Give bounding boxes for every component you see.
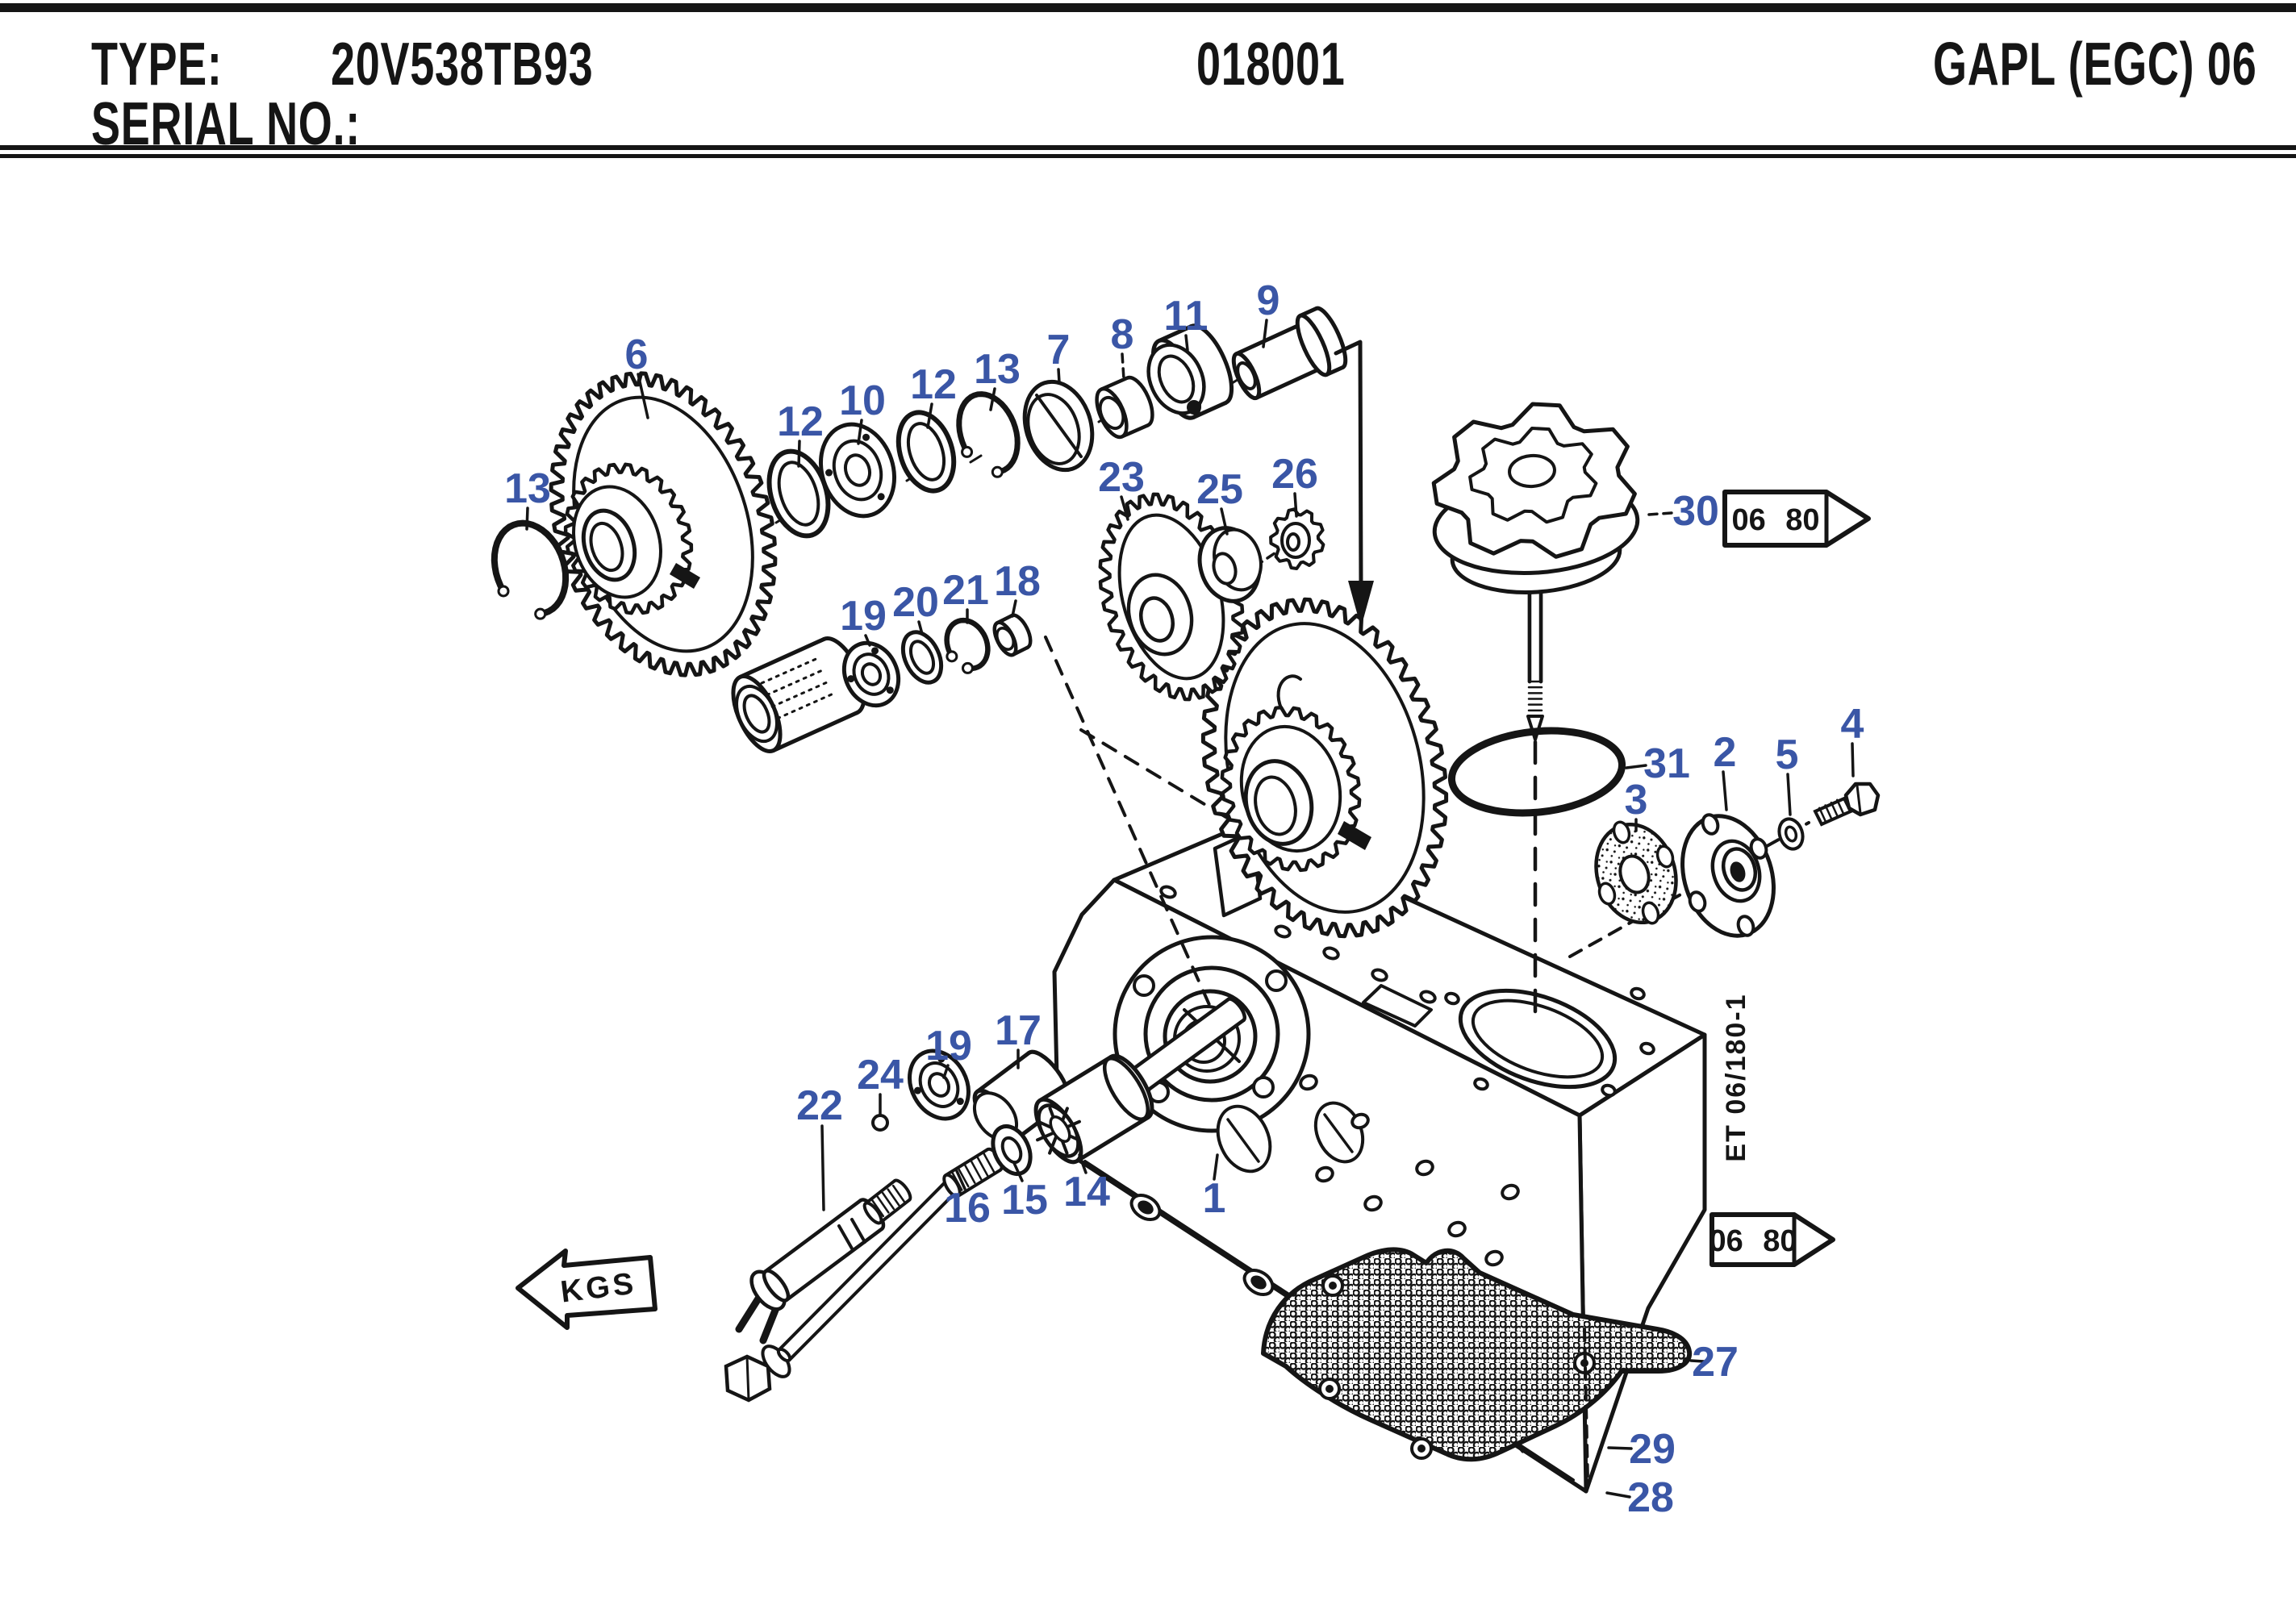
part-label-6: 6	[625, 331, 649, 378]
part-label-30: 30	[1672, 488, 1719, 535]
lock-washer-5	[1777, 817, 1805, 851]
part-label-24: 24	[857, 1052, 904, 1098]
type-value: 20V538TB93	[331, 30, 594, 98]
part-label-20: 20	[892, 579, 939, 626]
down-arrow	[1334, 340, 1374, 627]
part-label-15: 15	[1001, 1177, 1048, 1224]
part-label-22: 22	[796, 1082, 843, 1129]
kgs-arrow: KGS	[516, 1249, 657, 1330]
circlip-13b	[956, 391, 1021, 478]
part-label-19: 19	[925, 1023, 972, 1069]
et-code: ET 06/180-1	[1721, 993, 1751, 1161]
part-label-11: 11	[1164, 293, 1209, 340]
middle-shaft-parts	[731, 613, 1033, 753]
nut-26	[1269, 507, 1325, 570]
circlip-13a	[491, 519, 570, 620]
part-label-3: 3	[1625, 777, 1648, 823]
part-label-23: 23	[1098, 454, 1145, 501]
section-ref-box-1: 06 80	[1722, 490, 1871, 548]
drive-hub-2	[1680, 813, 1776, 938]
part-label-12: 12	[910, 361, 957, 408]
section-ref-box-2: 06 80	[1709, 1212, 1835, 1267]
suction-strainer	[1261, 1247, 1693, 1462]
part-label-10: 10	[839, 377, 886, 424]
part-label-13: 13	[974, 346, 1021, 393]
part-label-21: 21	[942, 567, 989, 614]
part-label-27: 27	[1692, 1339, 1739, 1386]
part-label-8: 8	[1111, 311, 1134, 358]
section-ref-text: 06 80	[1709, 1224, 1797, 1258]
upper-shaft-parts	[766, 306, 1348, 539]
part-label-31: 31	[1643, 740, 1690, 787]
part-label-26: 26	[1271, 451, 1318, 498]
part-label-9: 9	[1257, 277, 1280, 324]
part-label-12: 12	[777, 398, 824, 445]
part-label-7: 7	[1047, 327, 1071, 373]
washer-25	[1197, 526, 1263, 603]
bolt-4	[1813, 782, 1881, 827]
part-label-18: 18	[994, 558, 1041, 605]
page-code: 018001	[1196, 30, 1346, 98]
o-ring-31	[1447, 727, 1626, 817]
section-ref-text: 06 80	[1731, 503, 1819, 537]
part-label-28: 28	[1627, 1474, 1674, 1521]
group-code: GAPL (EGC) 06	[1933, 30, 2257, 98]
part-label-2: 2	[1714, 729, 1737, 776]
idler-gear-large	[1200, 597, 1449, 939]
part-label-29: 29	[1629, 1426, 1676, 1473]
et-reference-code: ET 06/180-1	[1721, 993, 1751, 1161]
circlip-21	[944, 617, 991, 674]
part-label-25: 25	[1196, 466, 1243, 513]
gasket-3	[1594, 820, 1678, 925]
lower-shaft-parts	[724, 997, 1247, 1403]
part-label-19: 19	[840, 593, 887, 640]
top-rule	[0, 3, 2296, 12]
part-label-13: 13	[504, 465, 551, 512]
oil-filler-cap-30	[1431, 402, 1640, 741]
header-rule	[0, 145, 2296, 158]
part-label-16: 16	[944, 1185, 991, 1232]
part-label-1: 1	[1203, 1175, 1226, 1222]
drive-gear-6	[549, 371, 778, 677]
type-label: TYPE:	[91, 30, 223, 98]
part-label-5: 5	[1776, 732, 1799, 778]
part-label-14: 14	[1063, 1169, 1110, 1215]
part-label-4: 4	[1841, 701, 1864, 748]
part-label-17: 17	[995, 1007, 1042, 1054]
